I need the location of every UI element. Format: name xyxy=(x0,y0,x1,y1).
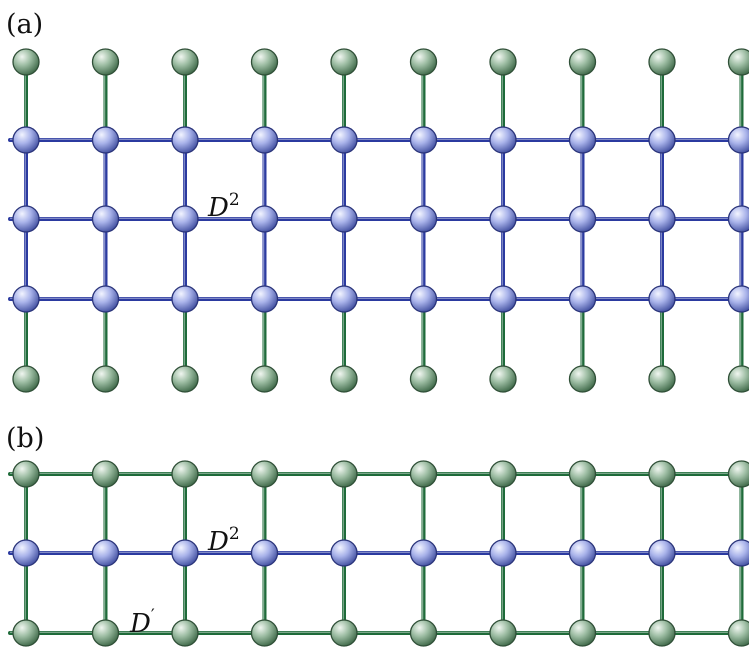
green-node xyxy=(91,48,120,76)
green-node xyxy=(648,48,676,76)
blue-node xyxy=(568,126,597,154)
blue-node xyxy=(330,126,358,154)
blue-node xyxy=(171,285,199,313)
blue-node xyxy=(409,285,438,313)
green-node xyxy=(489,48,517,76)
panel-b-bonds xyxy=(8,472,749,635)
blue-node xyxy=(171,126,199,154)
green-node xyxy=(648,365,676,393)
blue-node xyxy=(648,126,676,154)
green-node xyxy=(12,365,40,393)
blue-node xyxy=(91,205,120,233)
blue-node xyxy=(489,205,517,233)
green-node xyxy=(648,460,676,488)
green-node xyxy=(91,365,120,393)
blue-node xyxy=(91,126,120,154)
panel-b-label: (b) xyxy=(6,423,44,454)
green-node xyxy=(489,619,517,647)
green-node xyxy=(250,619,279,647)
blue-node xyxy=(489,126,517,154)
green-node xyxy=(91,460,120,488)
green-node xyxy=(409,48,438,76)
panel-b: (b) D2 D′ xyxy=(6,423,749,647)
blue-node xyxy=(12,126,40,154)
green-node xyxy=(250,48,279,76)
blue-node xyxy=(171,539,199,567)
blue-node xyxy=(727,285,749,313)
green-node xyxy=(91,619,120,647)
blue-node xyxy=(409,539,438,567)
blue-node xyxy=(648,285,676,313)
blue-node xyxy=(12,285,40,313)
blue-node xyxy=(489,539,517,567)
green-node xyxy=(727,619,749,647)
panel-a-label: (a) xyxy=(6,9,43,40)
blue-node xyxy=(409,205,438,233)
green-node xyxy=(409,619,438,647)
panel-b-edge-label: D′ xyxy=(129,606,155,639)
panel-b-bond-label: D2 xyxy=(207,524,240,557)
blue-node xyxy=(250,205,279,233)
blue-node xyxy=(250,539,279,567)
blue-node xyxy=(12,539,40,567)
green-node xyxy=(727,48,749,76)
blue-node xyxy=(330,285,358,313)
green-node xyxy=(330,48,358,76)
green-node xyxy=(409,460,438,488)
panel-b-nodes xyxy=(12,460,749,647)
green-node xyxy=(171,365,199,393)
blue-node xyxy=(727,126,749,154)
green-node xyxy=(568,48,597,76)
blue-node xyxy=(568,205,597,233)
blue-node xyxy=(648,539,676,567)
blue-node xyxy=(250,126,279,154)
green-node xyxy=(568,365,597,393)
green-node xyxy=(489,460,517,488)
blue-node xyxy=(489,285,517,313)
green-node xyxy=(250,365,279,393)
blue-node xyxy=(330,539,358,567)
green-node xyxy=(727,460,749,488)
green-node xyxy=(330,619,358,647)
blue-node xyxy=(330,205,358,233)
green-node xyxy=(489,365,517,393)
blue-node xyxy=(648,205,676,233)
green-node xyxy=(12,619,40,647)
green-node xyxy=(250,460,279,488)
panel-a-bond-label: D2 xyxy=(207,190,240,223)
blue-node xyxy=(12,205,40,233)
green-node xyxy=(330,460,358,488)
panel-a: (a) D2 xyxy=(6,9,749,393)
blue-node xyxy=(250,285,279,313)
green-node xyxy=(568,619,597,647)
panel-a-bonds xyxy=(8,60,749,381)
green-node xyxy=(568,460,597,488)
blue-node xyxy=(171,205,199,233)
green-node xyxy=(171,460,199,488)
blue-node xyxy=(568,285,597,313)
blue-node xyxy=(727,539,749,567)
green-node xyxy=(12,48,40,76)
green-node xyxy=(409,365,438,393)
blue-node xyxy=(91,285,120,313)
green-node xyxy=(12,460,40,488)
green-node xyxy=(171,619,199,647)
blue-node xyxy=(91,539,120,567)
green-node xyxy=(727,365,749,393)
green-node xyxy=(330,365,358,393)
green-node xyxy=(648,619,676,647)
blue-node xyxy=(409,126,438,154)
blue-node xyxy=(568,539,597,567)
blue-node xyxy=(727,205,749,233)
green-node xyxy=(171,48,199,76)
panel-a-nodes xyxy=(12,48,749,393)
